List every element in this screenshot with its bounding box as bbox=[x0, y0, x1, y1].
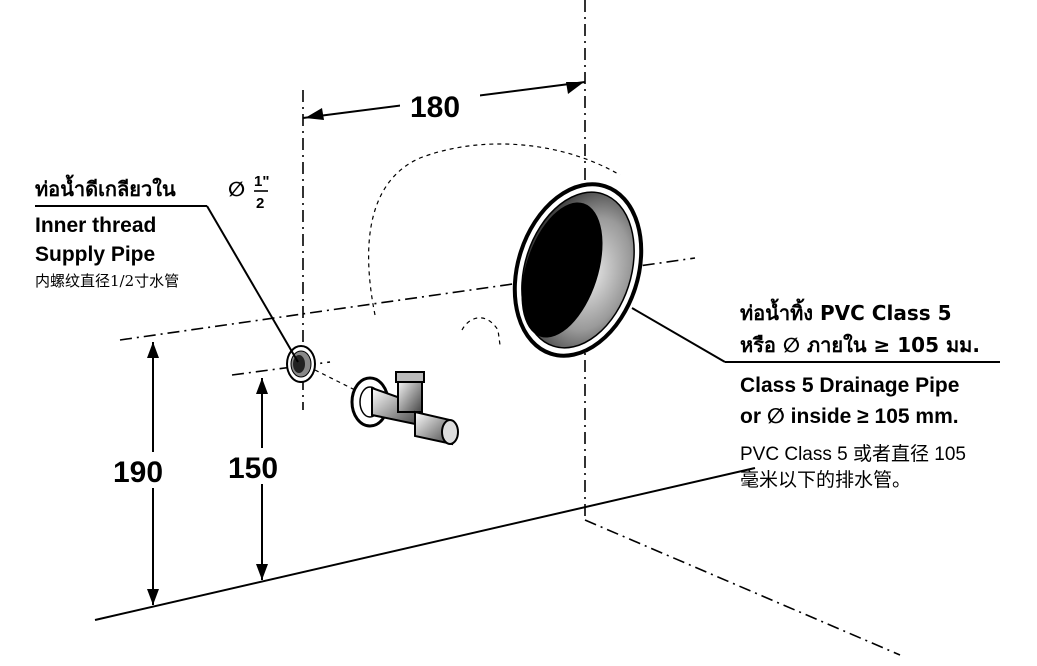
supply-leader-line bbox=[206, 205, 299, 363]
dim-190-arrow-top bbox=[147, 342, 159, 358]
supply-fraction-numerator: 1" bbox=[254, 173, 269, 190]
supply-label-en-2: Supply Pipe bbox=[35, 243, 155, 266]
dim-180-arrow-right bbox=[566, 82, 584, 94]
dim-150-arrow-bottom bbox=[256, 564, 268, 580]
drain-label-thai-1: ท่อน้ำทิ้ง PVC Class 5 bbox=[740, 298, 952, 325]
floor-line bbox=[94, 467, 756, 621]
drain-label-en-2: or ∅ inside ≥ 105 mm. bbox=[740, 405, 959, 428]
supply-label-zh: 内螺纹直径1/2寸水管 bbox=[35, 272, 179, 290]
dim-150-arrow-top bbox=[256, 378, 268, 394]
drain-label-en-1: Class 5 Drainage Pipe bbox=[740, 374, 959, 397]
drain-label-thai-2: หรือ ∅ ภายใน ≥ 105 มม. bbox=[740, 333, 980, 357]
supply-fraction-denominator: 2 bbox=[256, 195, 264, 212]
floor-corner-line bbox=[584, 519, 901, 656]
supply-diameter-symbol: ∅ bbox=[228, 177, 245, 201]
drain-label-zh-1: PVC Class 5 或者直径 105 bbox=[740, 443, 966, 465]
dim-150-label: 150 bbox=[228, 452, 278, 485]
supply-label-en-1: Inner thread bbox=[35, 214, 156, 237]
dim-190-label: 190 bbox=[113, 456, 163, 489]
supply-label-thai: ท่อน้ำดีเกลียวใน bbox=[35, 174, 176, 201]
drain-label-zh-2: 毫米以下的排水管。 bbox=[740, 469, 911, 491]
drain-pipe-icon bbox=[512, 182, 644, 358]
toilet-outline bbox=[368, 143, 621, 316]
angle-valve-icon bbox=[314, 369, 459, 446]
dim-180-arrow-left bbox=[305, 108, 324, 120]
toilet-inner-outline bbox=[461, 317, 501, 346]
dim-190-arrow-bottom bbox=[147, 589, 159, 605]
dim-180-label: 180 bbox=[410, 91, 460, 124]
drain-leader-line bbox=[631, 307, 726, 363]
